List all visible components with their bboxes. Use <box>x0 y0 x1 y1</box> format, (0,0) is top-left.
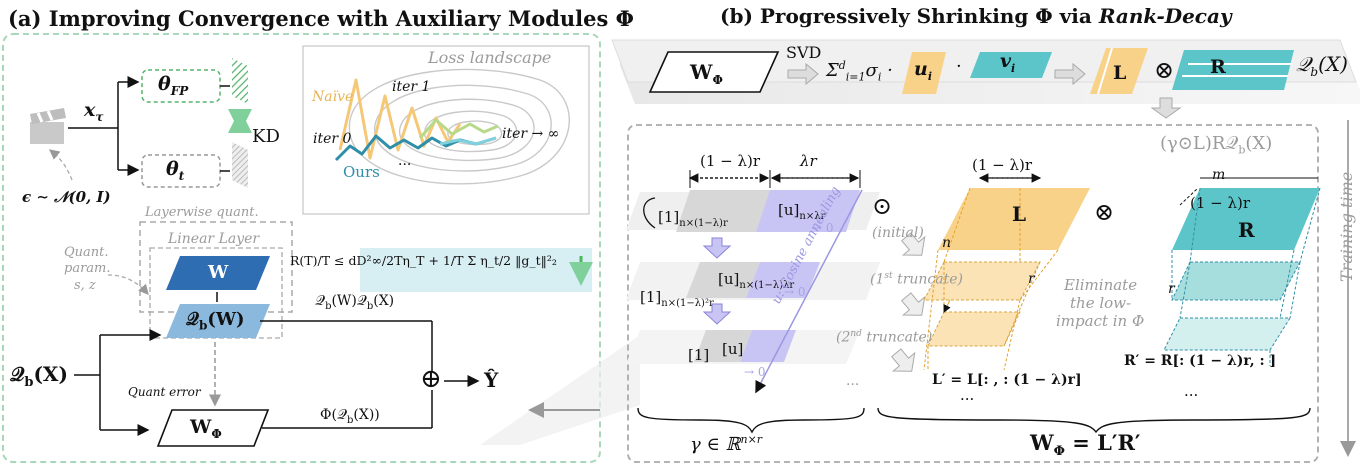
naive-path <box>338 78 462 160</box>
to-zero-1: → 0 <box>812 221 834 235</box>
trunc-dots: ··· <box>846 377 860 393</box>
gamma-ones-initial <box>676 190 770 232</box>
layerwise-quant-label: Layerwise quant. <box>145 205 259 220</box>
v-vector <box>970 52 1052 78</box>
theta-t-label: θt <box>166 158 185 183</box>
w-label: W <box>208 262 229 283</box>
plus-operator: ⊕ <box>420 364 442 394</box>
to-zero-3: → 0 <box>744 365 766 379</box>
regret-formula-text: R(T)/T ≤ dD²∞/2Tη_T + 1/T Σ η_t/2 ‖g_t‖²… <box>290 253 557 268</box>
panel-a-border <box>2 33 601 463</box>
ours-label: Ours <box>343 163 380 181</box>
l-n-label: n <box>942 235 952 251</box>
gamma-dim-1: (1 − λ)r <box>700 152 761 170</box>
v-label: vi <box>1000 50 1016 75</box>
green-path <box>418 118 499 139</box>
epsilon-label: ϵ ∼ 𝒩(0, I) <box>22 188 111 206</box>
naive-label: Naïve <box>312 89 354 105</box>
y-hat-label: Ŷ <box>484 368 499 392</box>
first-truncate-label: (1st truncate) <box>870 271 963 288</box>
x-tau-label: xτ <box>84 99 104 124</box>
kd-label: KD <box>252 126 280 147</box>
second-truncate-label: (2nd truncate) <box>836 329 933 346</box>
l-ellipsis: ··· <box>960 390 975 408</box>
iter1-label: iter 1 <box>392 79 431 95</box>
eliminate-3: impact in Φ <box>1056 312 1145 330</box>
fp-output-hatch <box>232 58 248 104</box>
linear-layer-label: Linear Layer <box>168 231 260 247</box>
r-r-label: r <box>1168 281 1175 297</box>
r-ellipsis: ··· <box>1184 386 1199 404</box>
otimes-top: ⊗ <box>1154 56 1175 84</box>
eliminate-2: the low- <box>1070 294 1132 312</box>
gamma-ones-1: [1]n×(1−λ)r <box>658 208 728 229</box>
r-top-label: R <box>1210 56 1226 78</box>
u-vector <box>902 52 946 94</box>
top-qbx-label: 𝒬b(X) <box>1296 52 1348 79</box>
w-phi-label: WΦ <box>190 416 222 441</box>
gamma-u-initial <box>756 190 860 232</box>
phi-qx-label: Φ(𝒬b(X)) <box>320 407 380 426</box>
qbw-block <box>166 304 270 338</box>
quant-param-2: param. <box>64 261 111 276</box>
l-matrix <box>938 188 1090 250</box>
w-block <box>166 256 270 290</box>
quant-param-3: s, z <box>74 278 96 293</box>
regret-formula-bg <box>360 248 592 292</box>
gamma-domain-label: γ ∈ ℝn×r <box>690 433 763 455</box>
theta-fp-label: θFP <box>158 73 189 98</box>
l-r-label: r <box>1028 271 1035 287</box>
l-dim-label: (1 − λ)r <box>972 156 1033 174</box>
r-m-label: m <box>1212 167 1226 183</box>
l-prime-label: L′ = L[: , : (1 − λ)r] <box>932 372 1082 388</box>
loss-contours <box>348 68 570 185</box>
l-matrix-top <box>1090 48 1148 94</box>
w-phi-eq-label: WΦ = L′R′ <box>1030 430 1141 460</box>
gamma-u-2: [u]n×(1−λ)λr <box>718 270 795 291</box>
dot-2: · <box>956 56 962 77</box>
l-top-label: L <box>1113 62 1127 84</box>
panel-a-title: (a) Improving Convergence with Auxiliary… <box>8 6 634 31</box>
iter-inf-label: iter → ∞ <box>502 126 560 142</box>
quant-param-1: Quant. <box>64 245 109 260</box>
panel-b-title: (b) Progressively Shrinking Φ via Rank-D… <box>720 4 1232 28</box>
r-prime-label: R′ = R[: (1 − λ)r, : ] <box>1124 353 1277 369</box>
initial-label: (initial) <box>872 225 924 241</box>
top-w-phi-label: WΦ <box>690 60 723 87</box>
r-dim-label: (1 − λ)r <box>1190 194 1251 212</box>
gamma-expr-label: (γ⊙L)R𝒬b(X) <box>1160 133 1273 157</box>
gamma-dim-2: λr <box>800 152 817 170</box>
to-zero-2: → 0 <box>784 285 806 299</box>
eliminate-1: Eliminate <box>1064 276 1138 294</box>
gamma-u-1: [u]n×λr <box>778 201 826 222</box>
loss-landscape-title: Loss landscape <box>428 48 552 67</box>
training-time-label: Training time <box>1337 171 1356 282</box>
t-output-hatch <box>232 142 248 188</box>
qbx-label: 𝒬b(X) <box>10 362 68 390</box>
regret-formula: R(T)/T ≤ dD²∞/2Tη_T + 1/T Σ η_t/2 ‖g_t‖²… <box>290 254 557 268</box>
iter0-label: iter 0 <box>313 131 352 147</box>
svd-sum: Σdi=1σi · <box>826 59 893 84</box>
otimes-operator: ⊗ <box>1094 198 1115 226</box>
gamma-u-3: [u] <box>722 340 744 358</box>
layerwise-quant-box <box>139 221 293 313</box>
loss-dots: ··· <box>398 157 412 173</box>
u-label: ui <box>914 58 933 83</box>
r-matrix <box>1172 188 1320 250</box>
w-phi-block <box>156 409 270 447</box>
clapperboard-icon <box>30 108 66 144</box>
odot-operator: ⊙ <box>872 192 893 220</box>
r-matrix-top <box>1172 50 1294 90</box>
l-label: L <box>1012 202 1027 226</box>
qbw-label: 𝒬b(W) <box>186 309 245 333</box>
gamma-ones-3: [1] <box>688 346 710 364</box>
qwqx-label: 𝒬b(W)𝒬b(X) <box>315 293 395 312</box>
gamma-ones-2: [1]n×(1−λ)²r <box>640 288 714 309</box>
r-label: R <box>1238 218 1255 242</box>
svd-label: SVD <box>786 43 822 62</box>
quant-error-label: Quant error <box>128 385 201 399</box>
top-w-phi-block <box>648 51 780 93</box>
